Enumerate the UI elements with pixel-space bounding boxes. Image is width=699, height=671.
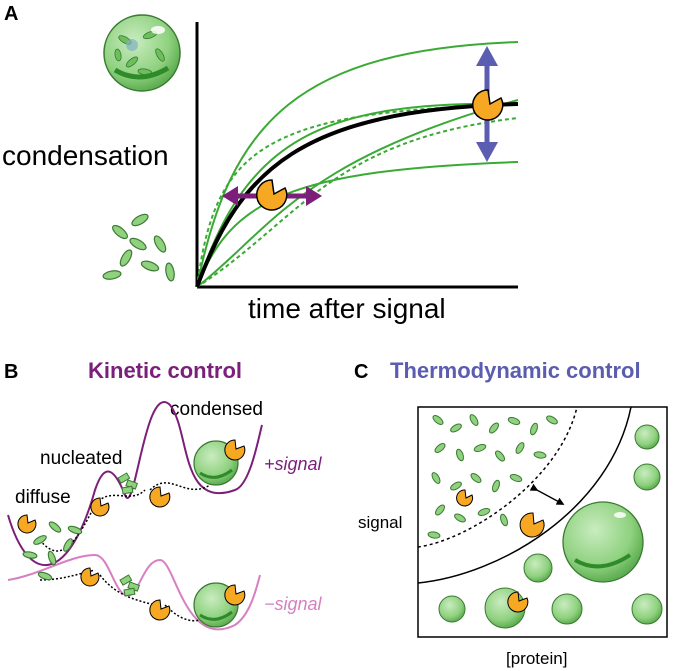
label-plus-signal: +signal [264, 454, 323, 474]
y-axis-label: condensation [2, 140, 169, 171]
droplet-icon [562, 501, 644, 583]
panel-c-title: Thermodynamic control [390, 358, 641, 383]
droplet-icon [631, 593, 663, 625]
diffuse-proteins-b-minus [37, 571, 53, 581]
droplet-icon [634, 424, 660, 450]
panel-c-letter: C [354, 361, 368, 383]
label-nucleated: nucleated [40, 448, 122, 469]
nucleus-cluster [119, 574, 141, 597]
panel-a-axes [195, 22, 518, 289]
minus-signal-landscape [7, 553, 261, 631]
droplet-icon [551, 593, 583, 625]
diffuse-proteins [102, 213, 175, 282]
protein-axis-label: [protein] [506, 649, 567, 668]
green-curve-fast-low [196, 161, 519, 288]
enzyme-icon [80, 567, 100, 587]
enzyme-icon [456, 489, 474, 507]
phase-diagram-frame [417, 406, 668, 638]
panel-a-letter: A [4, 3, 18, 25]
green-curve-mid [196, 102, 519, 288]
droplet-icon [193, 439, 246, 486]
label-diffuse: diffuse [15, 487, 71, 508]
enzyme-icon [90, 497, 110, 517]
enzyme-icon [256, 179, 288, 211]
droplet-icon [438, 595, 466, 623]
phase-boundary-solid [417, 406, 632, 584]
green-curve-fast-high [196, 41, 519, 288]
green-dashed-slow [196, 117, 519, 288]
boundary-shift-arrow [529, 483, 565, 505]
signal-axis-label: signal [358, 513, 402, 532]
green-dashed-fast [196, 104, 519, 288]
diffuse-proteins-b [22, 521, 83, 566]
enzyme-icon [472, 89, 504, 121]
droplet-icon [484, 587, 529, 629]
enzyme-icon [149, 599, 171, 621]
phase-boundary-dashed [417, 406, 578, 548]
panel-b-letter: B [4, 361, 18, 383]
green-dashed-curves [196, 104, 519, 288]
droplet-icon [193, 582, 246, 628]
x-axis-label: time after signal [248, 293, 446, 324]
droplet-icon [103, 14, 181, 92]
diffuse-proteins-c [427, 414, 558, 539]
panel-b-title: Kinetic control [88, 358, 242, 383]
black-curve [195, 102, 519, 288]
enzyme-icon [149, 486, 171, 508]
plus-signal-landscape [7, 401, 263, 566]
enzyme-icon [519, 512, 545, 538]
nucleus-cluster [117, 472, 139, 495]
label-minus-signal: −signal [264, 594, 323, 614]
droplet-icon [523, 553, 553, 583]
label-condensed: condensed [170, 399, 263, 420]
enzyme-icon [17, 514, 37, 534]
droplet-icon [633, 463, 661, 491]
